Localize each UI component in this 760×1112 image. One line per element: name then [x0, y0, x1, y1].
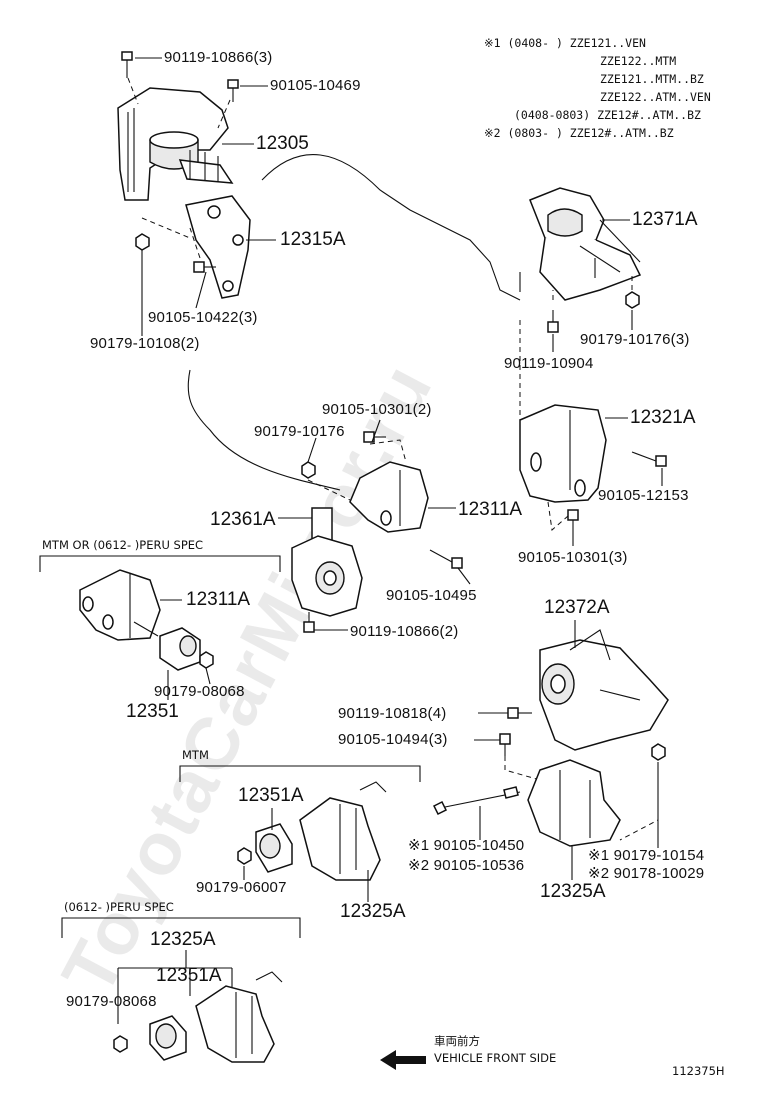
part-label-90179-10108-2[interactable]: 90179-10108(2) — [90, 335, 200, 352]
group-label-peru: (0612- )PERU SPEC — [64, 900, 174, 914]
part-label-12305[interactable]: 12305 — [256, 133, 309, 154]
note-row-1: ※1 (0408- ) ZZE121..VEN — [484, 36, 646, 50]
part-label-90105-12153[interactable]: 90105-12153 — [598, 487, 689, 504]
part-label-90105-10301-3[interactable]: 90105-10301(3) — [518, 549, 628, 566]
note-row-4: ZZE122..ATM..VEN — [600, 90, 711, 104]
part-label-90178-10029[interactable]: ※2 90178-10029 — [588, 865, 705, 882]
engine-mount-12305 — [117, 87, 234, 201]
direction-label-en: VEHICLE FRONT SIDE — [434, 1051, 557, 1065]
part-label-12351A-peru[interactable]: 12351A — [156, 965, 222, 986]
nut-90179-06007 — [237, 847, 252, 865]
bracket-12325A-mtm — [299, 781, 387, 881]
part-label-12361A[interactable]: 12361A — [210, 509, 276, 530]
group-bracket-mtm-or-peru — [39, 555, 281, 572]
part-label-90105-10301-2[interactable]: 90105-10301(2) — [322, 401, 432, 418]
bushing-12351A-mtm — [255, 823, 293, 873]
bolt-90105-10495 — [429, 549, 463, 569]
part-label-90119-10904[interactable]: 90119-10904 — [504, 355, 594, 372]
nut-90179-10108 — [135, 233, 150, 251]
group-bracket-peru — [61, 917, 301, 938]
part-label-12351A-mtm[interactable]: 12351A — [238, 785, 304, 806]
bolt-90105-10494 — [499, 733, 511, 756]
nut-90179-08068-b — [113, 1035, 128, 1053]
part-label-12315A[interactable]: 12315A — [280, 229, 346, 250]
part-label-90179-06007[interactable]: 90179-06007 — [196, 879, 287, 896]
engine-mount-12372A — [539, 629, 669, 751]
bolt-90105-10469 — [227, 79, 239, 102]
part-label-90105-10422-3[interactable]: 90105-10422(3) — [148, 309, 258, 326]
engine-mount-12371A — [519, 187, 642, 301]
leader-lines — [135, 57, 663, 968]
note-row-5: (0408-0803) ZZE12#..ATM..BZ — [514, 108, 701, 122]
part-label-12372A[interactable]: 12372A — [544, 597, 610, 618]
nut-90179-10176 — [301, 461, 316, 479]
part-label-90119-10866-3[interactable]: 90119-10866(3) — [164, 49, 273, 66]
part-label-12311A-center[interactable]: 12311A — [458, 499, 523, 520]
part-label-12325A-right[interactable]: 12325A — [540, 881, 606, 902]
engine-mount-12361A — [291, 507, 363, 617]
bracket-12311A-center — [349, 461, 429, 533]
part-label-12325A-peru[interactable]: 12325A — [150, 929, 216, 950]
bracket-12321A — [519, 404, 607, 503]
bolt-90105-12153 — [631, 451, 667, 467]
bolt-90119-10818 — [507, 707, 532, 719]
group-bracket-mtm — [179, 765, 421, 782]
bolt-90105-10450 — [432, 786, 521, 816]
bracket-12311A-left — [79, 569, 161, 641]
part-label-90105-10469[interactable]: 90105-10469 — [270, 77, 361, 94]
part-label-90179-08068-a[interactable]: 90179-08068 — [154, 683, 245, 700]
part-label-90105-10494-3[interactable]: 90105-10494(3) — [338, 731, 448, 748]
part-label-90105-10450[interactable]: ※1 90105-10450 — [408, 837, 525, 854]
part-label-90119-10818-4[interactable]: 90119-10818(4) — [338, 705, 447, 722]
part-label-12325A-mtm[interactable]: 12325A — [340, 901, 406, 922]
nut-90179-10154 — [651, 743, 666, 761]
bolt-90119-10866-2 — [303, 612, 315, 633]
part-label-90179-10154[interactable]: ※1 90179-10154 — [588, 847, 705, 864]
bracket-12315A — [185, 195, 251, 299]
nut-90179-10176-3 — [625, 291, 640, 309]
direction-label-jp: 車両前方 — [434, 1034, 480, 1048]
bolt-90105-10422 — [193, 261, 216, 273]
group-label-mtm-or-peru: MTM OR (0612- )PERU SPEC — [42, 538, 204, 552]
part-label-90179-10176-3[interactable]: 90179-10176(3) — [580, 331, 690, 348]
part-label-90119-10866-2[interactable]: 90119-10866(2) — [350, 623, 459, 640]
part-label-90105-10536[interactable]: ※2 90105-10536 — [408, 857, 525, 874]
part-label-12371A[interactable]: 12371A — [632, 209, 698, 230]
note-row-2: ZZE122..MTM — [600, 54, 677, 68]
part-label-12311A-left[interactable]: 12311A — [186, 589, 251, 610]
note-row-3: ZZE121..MTM..BZ — [600, 72, 704, 86]
bolt-90119-10866-top — [121, 51, 133, 78]
bracket-12325A-right — [527, 759, 621, 847]
bolt-90119-10904 — [547, 310, 559, 333]
part-label-90105-10495[interactable]: 90105-10495 — [386, 587, 477, 604]
part-label-90179-08068-b[interactable]: 90179-08068 — [66, 993, 157, 1010]
bushing-12351 — [159, 627, 201, 671]
figure-id: 112375H — [672, 1064, 725, 1078]
bolt-90105-10301-3 — [567, 509, 579, 530]
group-label-mtm: MTM — [182, 748, 209, 762]
nut-90179-08068-a — [199, 651, 214, 669]
bushing-12351A-peru — [149, 1015, 187, 1061]
part-label-12351[interactable]: 12351 — [126, 701, 179, 722]
part-label-12321A[interactable]: 12321A — [630, 407, 696, 428]
part-label-90179-10176[interactable]: 90179-10176 — [254, 423, 345, 440]
bolt-90105-10301-2 — [363, 431, 386, 443]
bracket-12325A-peru — [195, 971, 283, 1063]
vehicle-front-arrow-icon — [380, 1050, 426, 1070]
note-row-6: ※2 (0803- ) ZZE12#..ATM..BZ — [484, 126, 674, 140]
